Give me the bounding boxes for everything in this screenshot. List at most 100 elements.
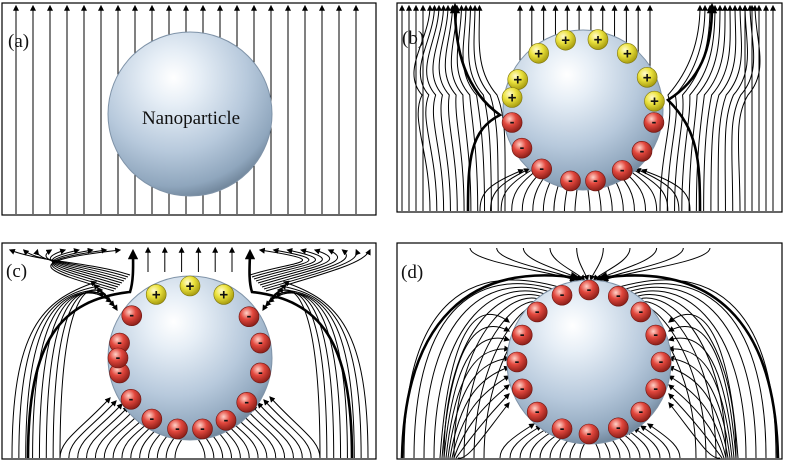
field-line	[596, 271, 780, 459]
panel-c-label: (c)	[6, 261, 27, 282]
field-line	[668, 384, 725, 459]
field-line	[589, 247, 604, 282]
charge-sign: -	[535, 403, 540, 419]
field-line	[33, 248, 127, 280]
field-line	[667, 365, 729, 459]
field-line	[18, 283, 101, 459]
field-line	[467, 4, 492, 212]
field-line	[710, 4, 739, 212]
field-line	[674, 4, 713, 212]
charge-sign: -	[640, 142, 645, 158]
charge-sign: -	[520, 326, 525, 342]
negative-charge	[120, 388, 142, 410]
negative-charge	[141, 408, 163, 430]
negative-charge	[121, 305, 143, 326]
panel-b-nanoparticle	[502, 29, 664, 191]
positive-charge	[501, 87, 523, 108]
panel-b-label: (b)	[402, 28, 424, 49]
charge-sign: +	[152, 286, 161, 303]
field-line	[94, 409, 135, 459]
field-line	[509, 425, 543, 459]
field-line	[462, 4, 486, 212]
negative-charge	[506, 351, 528, 373]
field-line	[681, 4, 718, 212]
field-line	[51, 248, 121, 286]
field-line	[245, 408, 286, 459]
field-line	[270, 292, 342, 459]
negative-charge	[578, 279, 600, 301]
field-line	[413, 4, 433, 212]
field-line	[49, 248, 123, 284]
field-line	[25, 287, 104, 459]
negative-charge	[650, 351, 672, 373]
charge-sign: +	[643, 69, 652, 86]
field-line	[68, 400, 117, 459]
positive-charge	[528, 42, 549, 64]
panel-d-charges: ----------------	[506, 279, 672, 445]
nanoparticle-label: Nanoparticle	[142, 108, 240, 129]
field-line	[439, 313, 510, 459]
negative-charge	[643, 112, 665, 133]
negative-charge	[560, 170, 581, 192]
charge-sign: -	[587, 281, 592, 297]
panel-b-charges: ++++++++--------	[501, 29, 665, 192]
field-line	[52, 247, 119, 288]
negative-charge	[192, 418, 213, 440]
charge-sign: -	[244, 393, 249, 409]
field-line	[51, 247, 117, 290]
field-line	[471, 4, 499, 212]
field-line	[265, 248, 371, 292]
negative-charge	[645, 378, 667, 400]
negative-charge	[215, 410, 237, 431]
field-line	[273, 290, 348, 459]
panel-a-nanoparticle	[107, 31, 273, 197]
positive-charge	[644, 90, 665, 112]
charge-sign: -	[200, 420, 205, 436]
field-line	[86, 406, 129, 459]
charge-sign: -	[652, 114, 657, 130]
panel-c-nanoparticle	[107, 275, 273, 441]
positive-charge	[555, 29, 576, 51]
field-line	[668, 393, 723, 459]
field-line	[257, 402, 303, 459]
positive-charge	[636, 67, 658, 88]
panel-d-label: (d)	[401, 262, 423, 283]
charge-sign: -	[520, 380, 525, 396]
charge-sign: -	[638, 303, 643, 319]
charge-sign: -	[535, 303, 540, 319]
charge-sign: +	[561, 32, 570, 49]
field-line	[447, 355, 511, 459]
negative-charge	[511, 324, 533, 346]
negative-charge	[250, 332, 271, 354]
field-line	[59, 397, 111, 459]
charge-sign: -	[129, 307, 134, 323]
field-line	[77, 403, 123, 459]
field-line	[443, 335, 511, 459]
charge-sign: -	[638, 403, 643, 419]
negative-charge	[578, 423, 600, 445]
positive-charge	[145, 284, 167, 305]
field-line	[615, 286, 757, 459]
negative-charge	[107, 347, 129, 369]
field-line	[457, 402, 510, 459]
charge-sign: -	[587, 425, 592, 441]
charge-sign: -	[175, 420, 180, 436]
field-line	[500, 167, 537, 212]
field-line	[263, 399, 312, 459]
field-line	[52, 291, 115, 459]
charge-sign: -	[129, 390, 134, 406]
field-line	[8, 248, 131, 276]
field-line	[419, 4, 438, 212]
field-line	[633, 427, 661, 459]
field-line	[667, 355, 731, 459]
negative-charge	[526, 401, 548, 423]
field-line	[519, 427, 550, 459]
negative-charge	[645, 324, 667, 346]
field-line	[257, 248, 331, 284]
charge-sign: -	[560, 286, 565, 302]
charge-sign: -	[247, 308, 252, 324]
field-line	[244, 248, 354, 459]
negative-charge	[531, 158, 553, 180]
field-line	[688, 4, 723, 212]
